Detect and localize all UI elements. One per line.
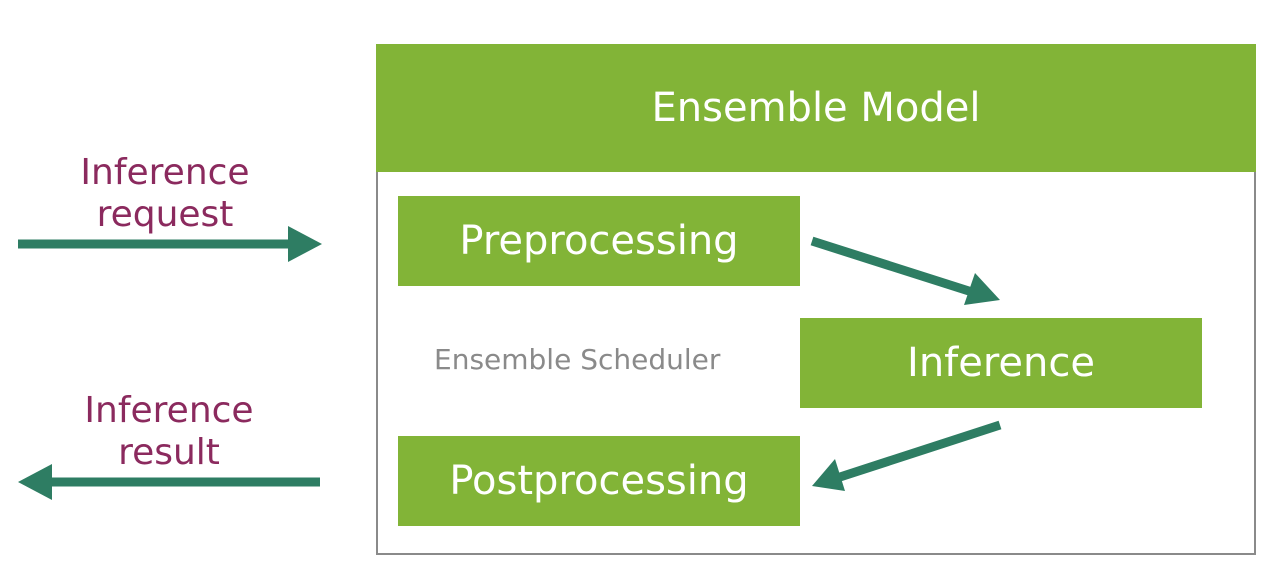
inference-result-line2: result [118,432,220,473]
inference-result-label: Inference result [64,390,274,474]
postprocessing-label: Postprocessing [449,458,749,504]
inference-request-line2: request [96,194,234,235]
ensemble-model-title: Ensemble Model [651,85,981,131]
ensemble-scheduler-label: Ensemble Scheduler [434,343,721,376]
request-arrow-head [288,226,322,262]
result-arrow-head [18,464,52,500]
inference-box: Inference [800,318,1202,408]
inference-request-label: Inference request [60,152,270,236]
preprocessing-label: Preprocessing [459,218,739,264]
inference-request-line1: Inference [80,152,250,193]
postprocessing-box: Postprocessing [398,436,800,526]
inference-result-line1: Inference [84,390,254,431]
ensemble-model-header: Ensemble Model [376,44,1256,172]
inference-label: Inference [907,340,1095,386]
preprocessing-box: Preprocessing [398,196,800,286]
